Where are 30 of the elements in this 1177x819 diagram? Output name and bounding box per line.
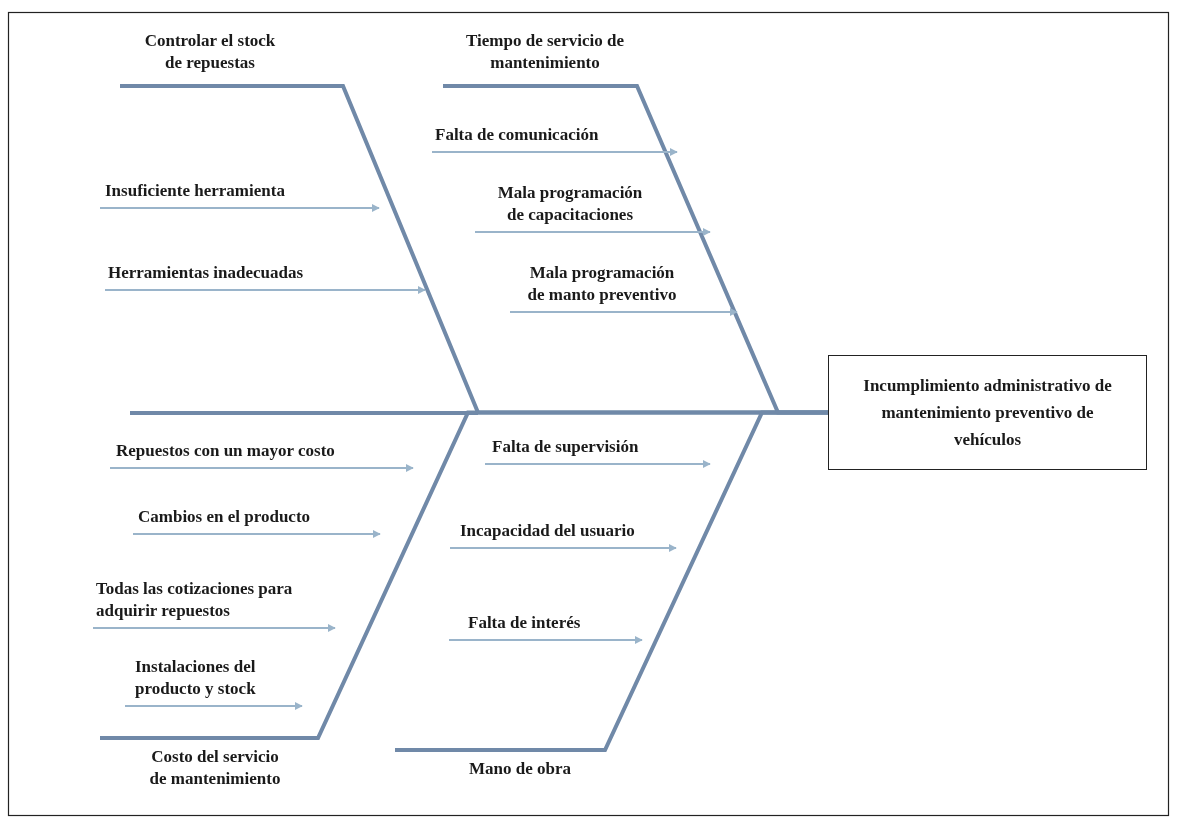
category-label: Controlar el stock de repuestas [140,30,280,75]
cause-arrow [484,460,711,468]
cause-arrow [509,308,738,316]
cause-arrow [132,530,381,538]
category-bone [395,410,828,752]
cause-label: Cambios en el producto [138,506,378,529]
cause-label: Falta de interés [468,612,638,635]
cause-arrow [431,148,678,156]
cause-label: Todas las cotizaciones para adquirir repuestos [96,578,311,623]
cause-arrow [104,286,426,294]
cause-arrow [99,204,380,212]
cause-arrow [449,544,677,552]
cause-label: Instalaciones del producto y stock [135,656,305,701]
cause-label: Falta de comunicación [435,124,675,147]
category-label: Mala programación de capacitaciones [490,182,650,227]
category-label: Mano de obra [440,758,600,781]
cause-label: Incapacidad del usuario [460,520,696,543]
cause-label: Repuestos con un mayor costo [116,440,416,463]
cause-label: Insuficiente herramienta [105,180,370,203]
category-label: Tiempo de servicio de mantenimiento [440,30,650,75]
cause-arrow [124,702,303,710]
category-label: Costo del servicio de mantenimiento [147,746,283,791]
effect-box: Incumplimiento administrativo de mantenimiento preventivo de vehículos [828,355,1147,470]
cause-arrow [109,464,414,472]
cause-label: Herramientas inadecuadas [108,262,373,285]
category-label: Mala programación de manto preventivo [522,262,682,307]
cause-arrow [474,228,711,236]
cause-arrow [448,636,643,644]
cause-label: Falta de supervisión [492,436,712,459]
cause-arrow [92,624,336,632]
